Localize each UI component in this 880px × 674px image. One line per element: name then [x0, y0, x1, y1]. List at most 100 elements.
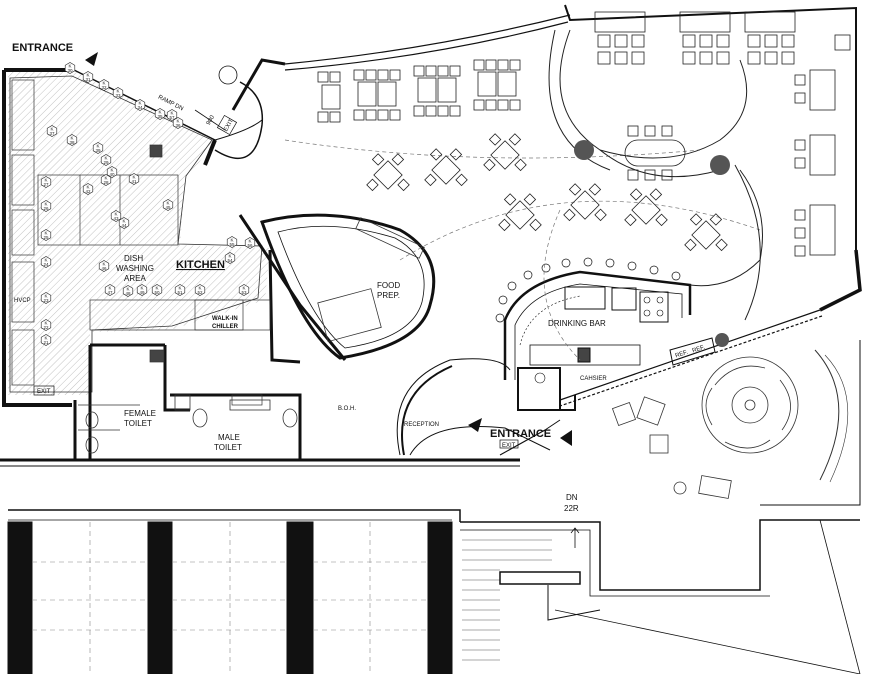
kitchen-equipment	[11, 79, 271, 406]
equipment-tag-letter: K	[68, 64, 71, 69]
equipment-tag-letter: K	[104, 156, 107, 161]
equipment-tag-letter: K	[70, 136, 73, 141]
dining-circulation	[284, 139, 761, 361]
drinking-bar-label: DRINKING BAR	[548, 319, 606, 328]
equipment-tag-number: 49	[139, 290, 145, 295]
toilet-fixtures	[78, 394, 298, 454]
equipment-tag-hexagon	[82, 71, 94, 83]
equipment-tag: K21	[40, 334, 52, 346]
dining-tables-diamond	[366, 133, 728, 252]
equipment-tag-hexagon	[40, 319, 52, 331]
equipment-tag-number: 25	[43, 235, 49, 240]
equipment-tag-hexagon	[40, 229, 52, 241]
equipment-tag-number: 54	[227, 258, 233, 263]
equipment-tag: K56	[244, 237, 256, 249]
equipment-tag-number: 43	[113, 216, 119, 221]
equipment-tag-letter: K	[44, 202, 47, 207]
food-prep-label-1: FOOD	[377, 281, 400, 290]
equipment-tag: K47	[104, 284, 116, 296]
equipment-tag: K49	[136, 284, 148, 296]
equipment-tag-letter: K	[110, 168, 113, 173]
equipment-tag-hexagon	[66, 134, 78, 146]
drinking-bar	[495, 257, 729, 411]
equipment-tag: K55	[226, 236, 238, 248]
equipment-tag-letter: K	[248, 239, 251, 244]
equipment-tag-letter: K	[44, 258, 47, 263]
lounge-seating	[611, 349, 849, 499]
equipment-tag-number: 42	[85, 189, 91, 194]
equipment-tag-hexagon	[118, 217, 130, 229]
exit-left-label: EXIT	[37, 389, 51, 395]
equipment-tag: K57	[166, 109, 178, 121]
equipment-tag-letter: K	[140, 286, 143, 291]
equipment-tag: K42	[82, 183, 94, 195]
entrance-main-label: ENTRANCE	[490, 428, 551, 440]
columns	[574, 140, 730, 175]
kitchen-label: KITCHEN	[176, 259, 225, 271]
female-toilet-label-1: FEMALE	[124, 409, 156, 418]
door-900-label: 900	[206, 114, 217, 126]
equipment-tag-hexagon	[174, 284, 186, 296]
equipment-tag-number: 34	[137, 105, 143, 110]
equipment-tag: K41	[128, 173, 140, 185]
equipment-tag-hexagon	[104, 284, 116, 296]
equipment-tag-number: 50	[154, 290, 160, 295]
equipment-tag: K54	[224, 252, 236, 264]
equipment-tag: K48	[122, 285, 134, 297]
equipment-tag-hexagon	[122, 285, 134, 297]
dn-riser-label: 22R	[564, 504, 579, 513]
entrance-top-arrow-icon	[85, 52, 98, 66]
equipment-tag-letter: K	[104, 176, 107, 181]
equipment-tag: K23	[40, 292, 52, 304]
reception-label: RECEPTION	[404, 422, 439, 428]
equipment-tag-number: 37	[49, 131, 55, 136]
equipment-tag-letter: K	[230, 238, 233, 243]
equipment-tag-letter: K	[155, 286, 158, 291]
walk-in-label-1: WALK-IN	[212, 316, 238, 322]
equipment-tag-hexagon	[110, 210, 122, 222]
equipment-tag-letter: K	[102, 81, 105, 86]
equipment-tag-number: 29	[103, 160, 109, 165]
equipment-tag-number: 53	[241, 290, 247, 295]
equipment-tag-number: 28	[103, 180, 109, 185]
dn-label: DN	[566, 493, 578, 502]
equipment-tag: K50	[151, 284, 163, 296]
walk-in-label-2: CHILLER	[212, 324, 239, 330]
equipment-tag-hexagon	[172, 117, 184, 129]
equipment-tag: K33	[112, 87, 124, 99]
dish-washing-label-1: DISH	[124, 254, 143, 263]
lower-level	[7, 509, 861, 674]
equipment-tag-letter: K	[44, 294, 47, 299]
equipment-tag-number: 31	[85, 77, 91, 82]
equipment-tag-letter: K	[116, 89, 119, 94]
equipment-tag-hexagon	[40, 334, 52, 346]
equipment-tag: K35	[154, 108, 166, 120]
equipment-tag-number: 32	[101, 85, 107, 90]
equipment-tag-number: 40	[109, 172, 115, 177]
equipment-tag: K24	[40, 256, 52, 268]
equipment-tag: K53	[238, 284, 250, 296]
entrance-side-arrow-icon	[560, 430, 572, 446]
equipment-tag-letter: K	[138, 101, 141, 106]
equipment-tag-hexagon	[154, 108, 166, 120]
exit-main-label: EXIT	[502, 443, 516, 449]
equipment-tag-letter: K	[44, 321, 47, 326]
equipment-tag-hexagon	[106, 166, 118, 178]
boh-label: B.O.H.	[338, 406, 356, 412]
equipment-tag: K38	[66, 134, 78, 146]
equipment-tag: K36	[172, 117, 184, 129]
equipment-tag-letter: K	[44, 336, 47, 341]
equipment-tag: K52	[194, 284, 206, 296]
equipment-tag: K40	[106, 166, 118, 178]
dining-curved-walls	[548, 29, 763, 321]
equipment-tag-number: 23	[43, 298, 49, 303]
equipment-tag-number: 41	[131, 179, 137, 184]
equipment-tag-hexagon	[166, 109, 178, 121]
equipment-tag: K31	[82, 71, 94, 83]
equipment-tag-number: 30	[67, 68, 73, 73]
equipment-tag-hexagon	[40, 200, 52, 212]
equipment-tag-letter: K	[44, 231, 47, 236]
equipment-tag: K22	[40, 319, 52, 331]
equipment-tag-number: 38	[69, 140, 75, 145]
